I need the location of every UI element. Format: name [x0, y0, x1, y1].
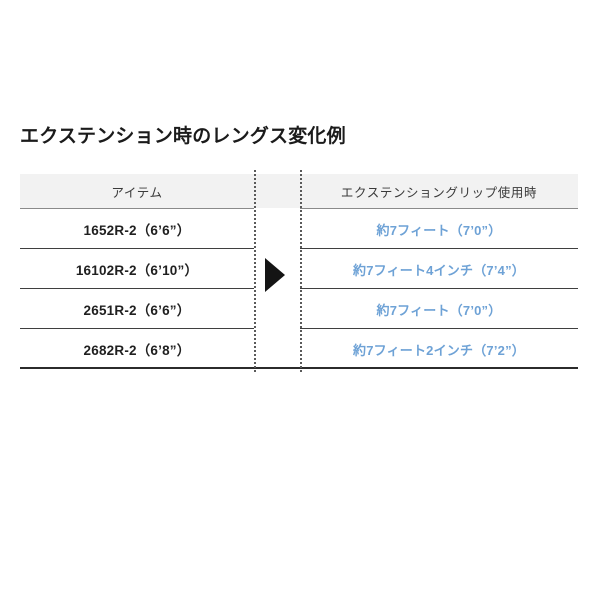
table-row: 2682R-2（6’8”） 約7フィート2インチ（7’2”） [20, 329, 578, 369]
item-model-label: 2651R-2（6’6”） [83, 303, 191, 318]
length-change-table: アイテム エクステンショングリップ使用時 1652R-2（6’6”） 約7フィー… [20, 170, 578, 372]
item-model-label: 16102R-2（6’10”） [75, 263, 199, 278]
table-cell-arrow [254, 209, 300, 249]
row-rule-right-1 [300, 248, 578, 249]
table-cell-arrow [254, 289, 300, 329]
table-cell-arrow [254, 329, 300, 369]
item-model-label: 1652R-2（6’6”） [83, 223, 191, 238]
extended-length-value: 約7フィート（7’0”） [376, 222, 502, 238]
table-header-cell-item: アイテム [20, 174, 254, 208]
extended-length-value: 約7フィート（7’0”） [376, 302, 502, 318]
table-bottom-rule [20, 367, 578, 369]
row-rule-left-1 [20, 248, 254, 249]
table-header-cell-extended: エクステンショングリップ使用時 [300, 174, 578, 208]
table-cell-item: 1652R-2（6’6”） [20, 209, 254, 249]
right-arrow-icon [265, 258, 285, 292]
table-cell-extended: 約7フィート4インチ（7’4”） [300, 249, 578, 289]
dotted-divider-right [300, 170, 302, 372]
table-cell-item: 2651R-2（6’6”） [20, 289, 254, 329]
extended-length-value: 約7フィート2インチ（7’2”） [353, 342, 525, 358]
extended-length-value: 約7フィート4インチ（7’4”） [353, 262, 525, 278]
column-header-label-extended: エクステンショングリップ使用時 [340, 185, 538, 200]
row-rule-right-3 [300, 328, 578, 329]
table-header-row: アイテム エクステンショングリップ使用時 [20, 174, 578, 208]
row-rule-right-2 [300, 288, 578, 289]
table-row: 2651R-2（6’6”） 約7フィート（7’0”） [20, 289, 578, 329]
table-cell-extended: 約7フィート（7’0”） [300, 289, 578, 329]
table-header-cell-arrow [254, 174, 300, 208]
header-rule-right [300, 207, 578, 209]
table-row: 1652R-2（6’6”） 約7フィート（7’0”） [20, 209, 578, 249]
row-rule-left-2 [20, 288, 254, 289]
row-rule-left-3 [20, 328, 254, 329]
table-cell-extended: 約7フィート（7’0”） [300, 209, 578, 249]
dotted-divider-left [254, 170, 256, 372]
header-rule-left [20, 207, 254, 209]
page-title: エクステンション時のレングス変化例 [20, 126, 346, 147]
table-row: 16102R-2（6’10”） 約7フィート4インチ（7’4”） [20, 249, 578, 289]
table-cell-extended: 約7フィート2インチ（7’2”） [300, 329, 578, 369]
column-header-label-item: アイテム [111, 185, 163, 200]
table-cell-item: 2682R-2（6’8”） [20, 329, 254, 369]
table-cell-item: 16102R-2（6’10”） [20, 249, 254, 289]
item-model-label: 2682R-2（6’8”） [83, 343, 191, 358]
